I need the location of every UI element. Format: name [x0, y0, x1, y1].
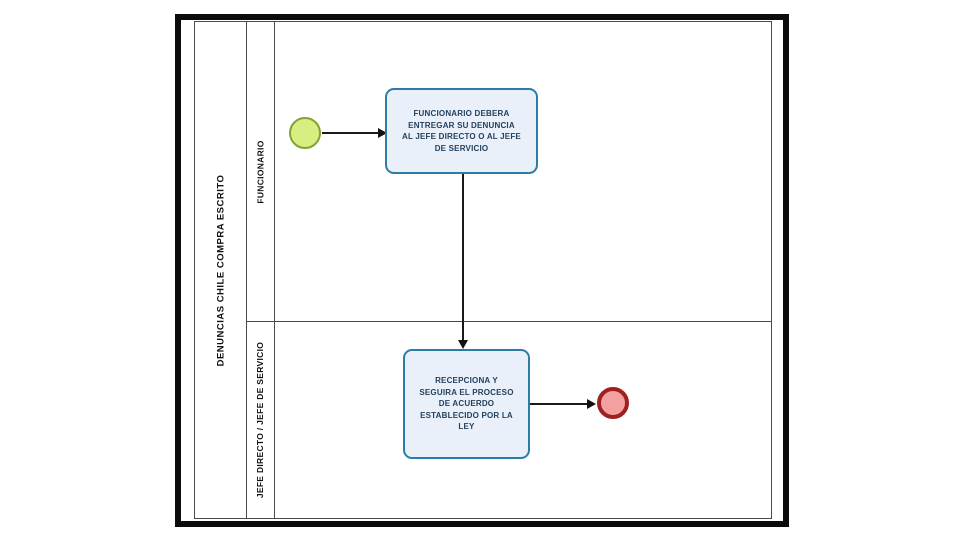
task-text-line: RECEPCIONA Y	[435, 376, 498, 386]
diagram-frame: DENUNCIAS CHILE COMPRA ESCRITO FUNCIONAR…	[175, 14, 789, 527]
sequence-flow-start-to-task1	[322, 132, 379, 134]
task-text-line: FUNCIONARIO DEBERA	[413, 109, 510, 118]
task-text-line: DE SERVICIO	[434, 143, 489, 153]
pool-label-band: DENUNCIAS CHILE COMPRA ESCRITO	[195, 22, 247, 518]
lane-jefe-directo-label: JEFE DIRECTO / JEFE DE SERVICIO	[255, 341, 266, 499]
lane-jefe-directo: JEFE DIRECTO / JEFE DE SERVICIO	[247, 322, 771, 518]
task-entregar-denuncia: FUNCIONARIO DEBERA ENTREGAR SU DENUNCIA …	[385, 88, 538, 174]
task-text-line: ENTREGAR SU DENUNCIA	[408, 120, 515, 130]
task-text-line: SEGUIRA EL PROCESO	[419, 387, 514, 397]
sequence-flow-task2-to-end	[530, 403, 587, 405]
task-text-line: DE ACUERDO	[438, 399, 495, 409]
end-event-circle	[597, 387, 629, 419]
task-text-line: AL JEFE DIRECTO O AL JEFE	[402, 132, 521, 141]
arrowhead-down-icon	[458, 340, 468, 349]
lane-funcionario: FUNCIONARIO	[247, 22, 771, 322]
sequence-flow-task1-to-task2	[462, 174, 464, 340]
task-recepciona-proceso: RECEPCIONA Y SEGUIRA EL PROCESO DE ACUER…	[403, 349, 530, 459]
lane-funcionario-label: FUNCIONARIO	[255, 139, 266, 204]
lane-jefe-directo-label-band: JEFE DIRECTO / JEFE DE SERVICIO	[247, 322, 275, 518]
arrowhead-right-icon	[378, 128, 387, 138]
start-event-circle	[289, 117, 321, 149]
lane-funcionario-label-band: FUNCIONARIO	[247, 22, 275, 321]
task-text-line: ESTABLECIDO POR LA	[420, 410, 513, 420]
task-text-line: LEY	[458, 422, 475, 432]
pool-lanes: FUNCIONARIO JEFE DIRECTO / JEFE DE SERVI…	[247, 22, 771, 518]
pool-title: DENUNCIAS CHILE COMPRA ESCRITO	[215, 174, 227, 366]
arrowhead-right-icon	[587, 399, 596, 409]
